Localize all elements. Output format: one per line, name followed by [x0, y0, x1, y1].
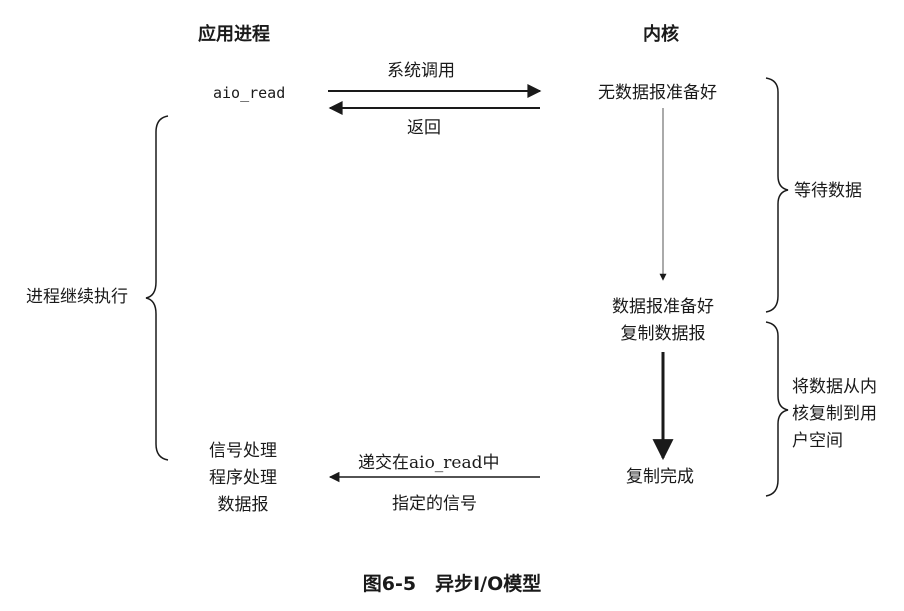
- signal-handler-line2: 程序处理: [209, 468, 277, 488]
- copy-to-user-line3: 户空间: [792, 431, 843, 451]
- header-kernel: 内核: [643, 24, 679, 45]
- aio-read-call: aio_read: [213, 84, 286, 102]
- process-continue-label: 进程继续执行: [26, 287, 128, 307]
- deliver-signal-line1: 递交在aio_read中: [358, 453, 500, 473]
- data-ready-line1: 数据报准备好: [612, 297, 714, 317]
- syscall-label: 系统调用: [387, 61, 455, 81]
- no-data-ready-label: 无数据报准备好: [598, 83, 717, 103]
- wait-data-label: 等待数据: [794, 181, 862, 201]
- data-ready-line2: 复制数据报: [620, 324, 706, 344]
- return-label: 返回: [407, 118, 441, 138]
- copy-complete-label: 复制完成: [626, 467, 694, 487]
- continue-brace: [145, 115, 169, 461]
- copy-to-user-line1: 将数据从内: [792, 377, 877, 397]
- header-app-process: 应用进程: [198, 24, 270, 45]
- copy-to-user-line2: 核复制到用: [792, 404, 877, 424]
- wait-data-brace: [765, 77, 789, 313]
- deliver-signal-line2: 指定的信号: [392, 494, 477, 514]
- signal-handler-line1: 信号处理: [209, 441, 277, 461]
- copy-brace: [765, 321, 789, 497]
- signal-handler-line3: 数据报: [217, 495, 269, 515]
- figure-caption: 图6-5 异步I/O模型: [362, 573, 542, 595]
